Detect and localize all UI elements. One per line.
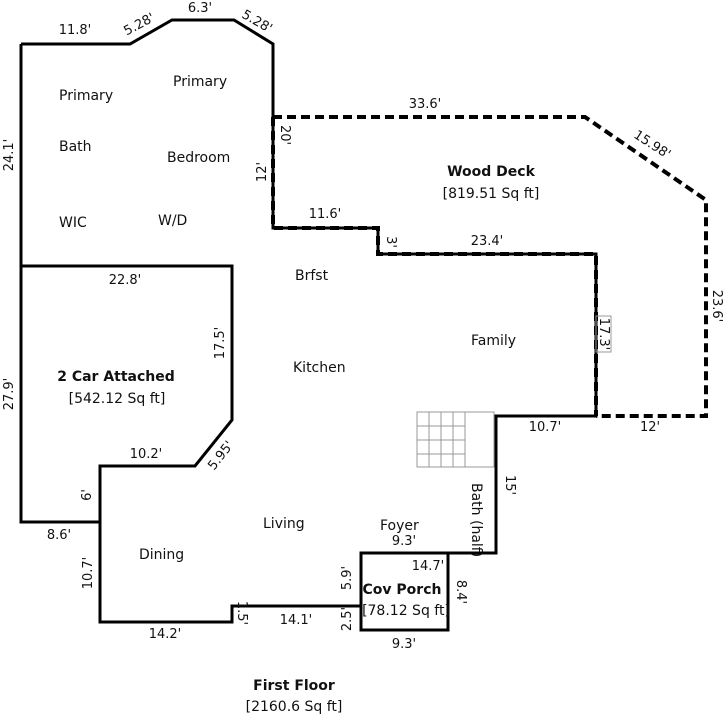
dim-deck-top: 33.6' bbox=[409, 97, 442, 112]
primary-bath-label-2: Bath bbox=[59, 139, 92, 155]
dim-porch-right: 8.4' bbox=[453, 580, 468, 604]
dim-deck-inner: 17.3' bbox=[596, 318, 611, 351]
dim-deck-right: 23.6' bbox=[709, 290, 724, 323]
garage-area: [542.12 Sq ft] bbox=[69, 391, 166, 407]
dim-deck-left: 20' bbox=[277, 125, 292, 145]
foyer-label: Foyer bbox=[380, 518, 419, 534]
dim-garage-bottom: 10.2' bbox=[130, 447, 163, 462]
dining-label: Dining bbox=[139, 547, 184, 563]
dim-garage-top: 22.8' bbox=[109, 273, 142, 288]
deck-inner-marker bbox=[595, 315, 612, 353]
dim-deck-step-v: 3' bbox=[383, 236, 398, 248]
dim-porch-bottom: 9.3' bbox=[392, 637, 416, 652]
dim-deck-angle: 15.98' bbox=[631, 128, 673, 163]
deck-area: [819.51 Sq ft] bbox=[443, 186, 540, 202]
dim-garage-inset: 6' bbox=[80, 489, 95, 501]
dim-foyer: 9.3' bbox=[392, 534, 416, 549]
family-label: Family bbox=[471, 333, 516, 349]
dim-garage-right: 17.5' bbox=[213, 327, 228, 360]
stairs-icon bbox=[416, 411, 495, 468]
dim-bottom-mid: 14.1' bbox=[280, 613, 313, 628]
garage-wall bbox=[21, 264, 234, 522]
dim-deck-step-h: 11.6' bbox=[309, 207, 342, 222]
dim-bed-right: 12' bbox=[255, 162, 270, 182]
primary-bedroom-label-2: Bedroom bbox=[167, 150, 230, 166]
covered-porch-outline bbox=[359, 551, 450, 632]
dim-deck-bottom: 12' bbox=[640, 420, 660, 435]
wd-label: W/D bbox=[158, 213, 187, 229]
house-outer-wall bbox=[19, 18, 598, 624]
dim-porch-left-upper: 5.9' bbox=[340, 566, 355, 590]
dim-dining-top: 8.6' bbox=[47, 528, 71, 543]
wood-deck-inner-edge bbox=[271, 117, 598, 416]
dim-family-bottom: 10.7' bbox=[529, 420, 562, 435]
bath-half-label: Bath (half) bbox=[468, 483, 484, 557]
deck-name: Wood Deck bbox=[447, 164, 535, 180]
dim-top-mid: 6.3' bbox=[188, 1, 212, 16]
dim-dining-left: 10.7' bbox=[81, 557, 96, 590]
primary-bath-label-1: Primary bbox=[59, 88, 113, 104]
kitchen-label: Kitchen bbox=[293, 360, 346, 376]
wic-label: WIC bbox=[59, 215, 87, 231]
dim-top-left-angle: 5.28' bbox=[121, 11, 157, 40]
living-label: Living bbox=[263, 516, 305, 532]
dim-top-left: 11.8' bbox=[59, 23, 92, 38]
porch-name: Cov Porch bbox=[363, 582, 442, 598]
primary-bedroom-label-1: Primary bbox=[173, 74, 227, 90]
dim-bath-right: 15' bbox=[502, 475, 517, 495]
brfst-label: Brfst bbox=[295, 268, 329, 284]
dim-bottom-step: 1.5' bbox=[234, 601, 249, 625]
dim-deck-mid: 23.4' bbox=[471, 234, 504, 249]
dim-garage-angle: 5.95' bbox=[205, 438, 237, 473]
dim-left-lower: 27.9' bbox=[2, 378, 17, 411]
dim-bottom-left: 14.2' bbox=[149, 627, 182, 642]
floor-total-area: [2160.6 Sq ft] bbox=[246, 699, 343, 714]
porch-area: [78.12 Sq ft] bbox=[362, 603, 450, 619]
dim-porch-inner: 14.7' bbox=[412, 559, 445, 574]
dim-porch-left-lower: 2.5' bbox=[340, 607, 355, 631]
dim-top-right-angle: 5.28' bbox=[239, 7, 275, 36]
dim-left-upper: 24.1' bbox=[2, 139, 17, 172]
garage-name: 2 Car Attached bbox=[57, 369, 175, 385]
floor-title: First Floor bbox=[253, 678, 335, 694]
